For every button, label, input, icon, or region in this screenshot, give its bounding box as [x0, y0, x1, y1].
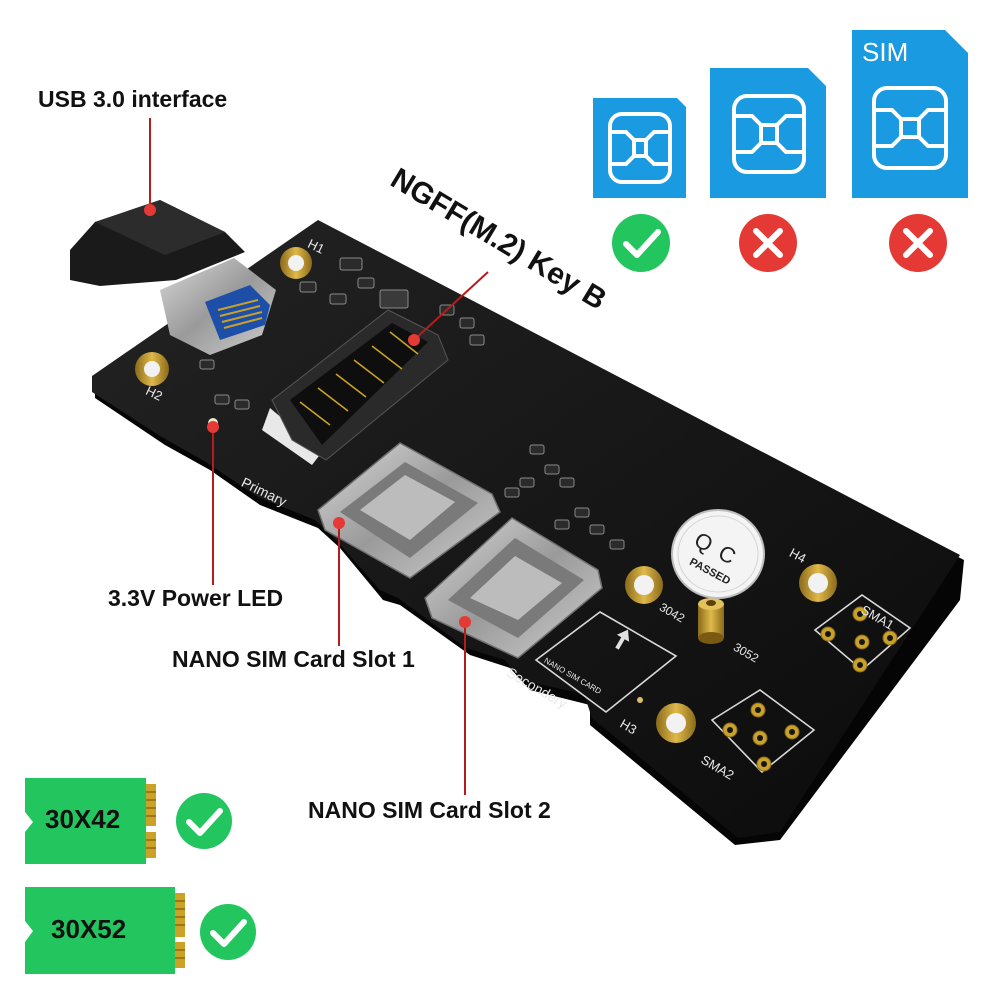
mounting-hole-h4: [799, 564, 837, 602]
sim-card-micro: [710, 68, 826, 198]
module-badge-3052: [25, 887, 185, 974]
callout-usb-interface: USB 3.0 interface: [38, 86, 228, 112]
callout-power-led: 3.3V Power LED: [108, 585, 284, 611]
sim-card-nano: [593, 98, 686, 198]
callout-sim-slot-1: NANO SIM Card Slot 1: [172, 646, 415, 672]
module-size-label: 30X52: [51, 914, 127, 944]
smd-components: [199, 257, 625, 550]
module-badge-3042: [25, 778, 156, 864]
mounting-hole-h1: [280, 247, 312, 279]
sim-card-label: SIM: [862, 37, 909, 67]
mounting-hole-3042: [625, 566, 663, 604]
sim-card-standard: [852, 30, 968, 198]
insert-arrow-icon: [615, 629, 630, 650]
sim-print-area: [534, 611, 678, 714]
mounting-holes: [135, 247, 837, 743]
callout-lines: [144, 118, 489, 795]
m2-ngff-slot: [262, 309, 449, 465]
checkmark-icon: [176, 793, 232, 849]
callout-sim-slot-2: NANO SIM Card Slot 2: [308, 797, 551, 823]
module-size-label: 30X42: [45, 804, 121, 834]
qc-passed-sticker: [671, 509, 765, 599]
callout-line-ngff: [413, 271, 489, 341]
sim-slot-1: [317, 442, 501, 579]
cross-icon: [889, 214, 947, 272]
module-contacts: [146, 784, 156, 826]
mounting-hole-h3: [656, 703, 696, 743]
mounting-hole-h2: [135, 352, 169, 386]
sma2-pads: [710, 689, 816, 774]
sma1-pads: [813, 594, 912, 673]
usb-connector: [70, 200, 276, 355]
checkmark-icon: [612, 214, 670, 272]
chip-icon: [872, 86, 948, 170]
checkmark-icon: [200, 904, 256, 960]
chip-icon: [608, 112, 672, 184]
chip-icon: [732, 94, 806, 174]
standoff-screw: [698, 598, 724, 644]
cross-icon: [739, 214, 797, 272]
module-contacts: [175, 893, 185, 937]
